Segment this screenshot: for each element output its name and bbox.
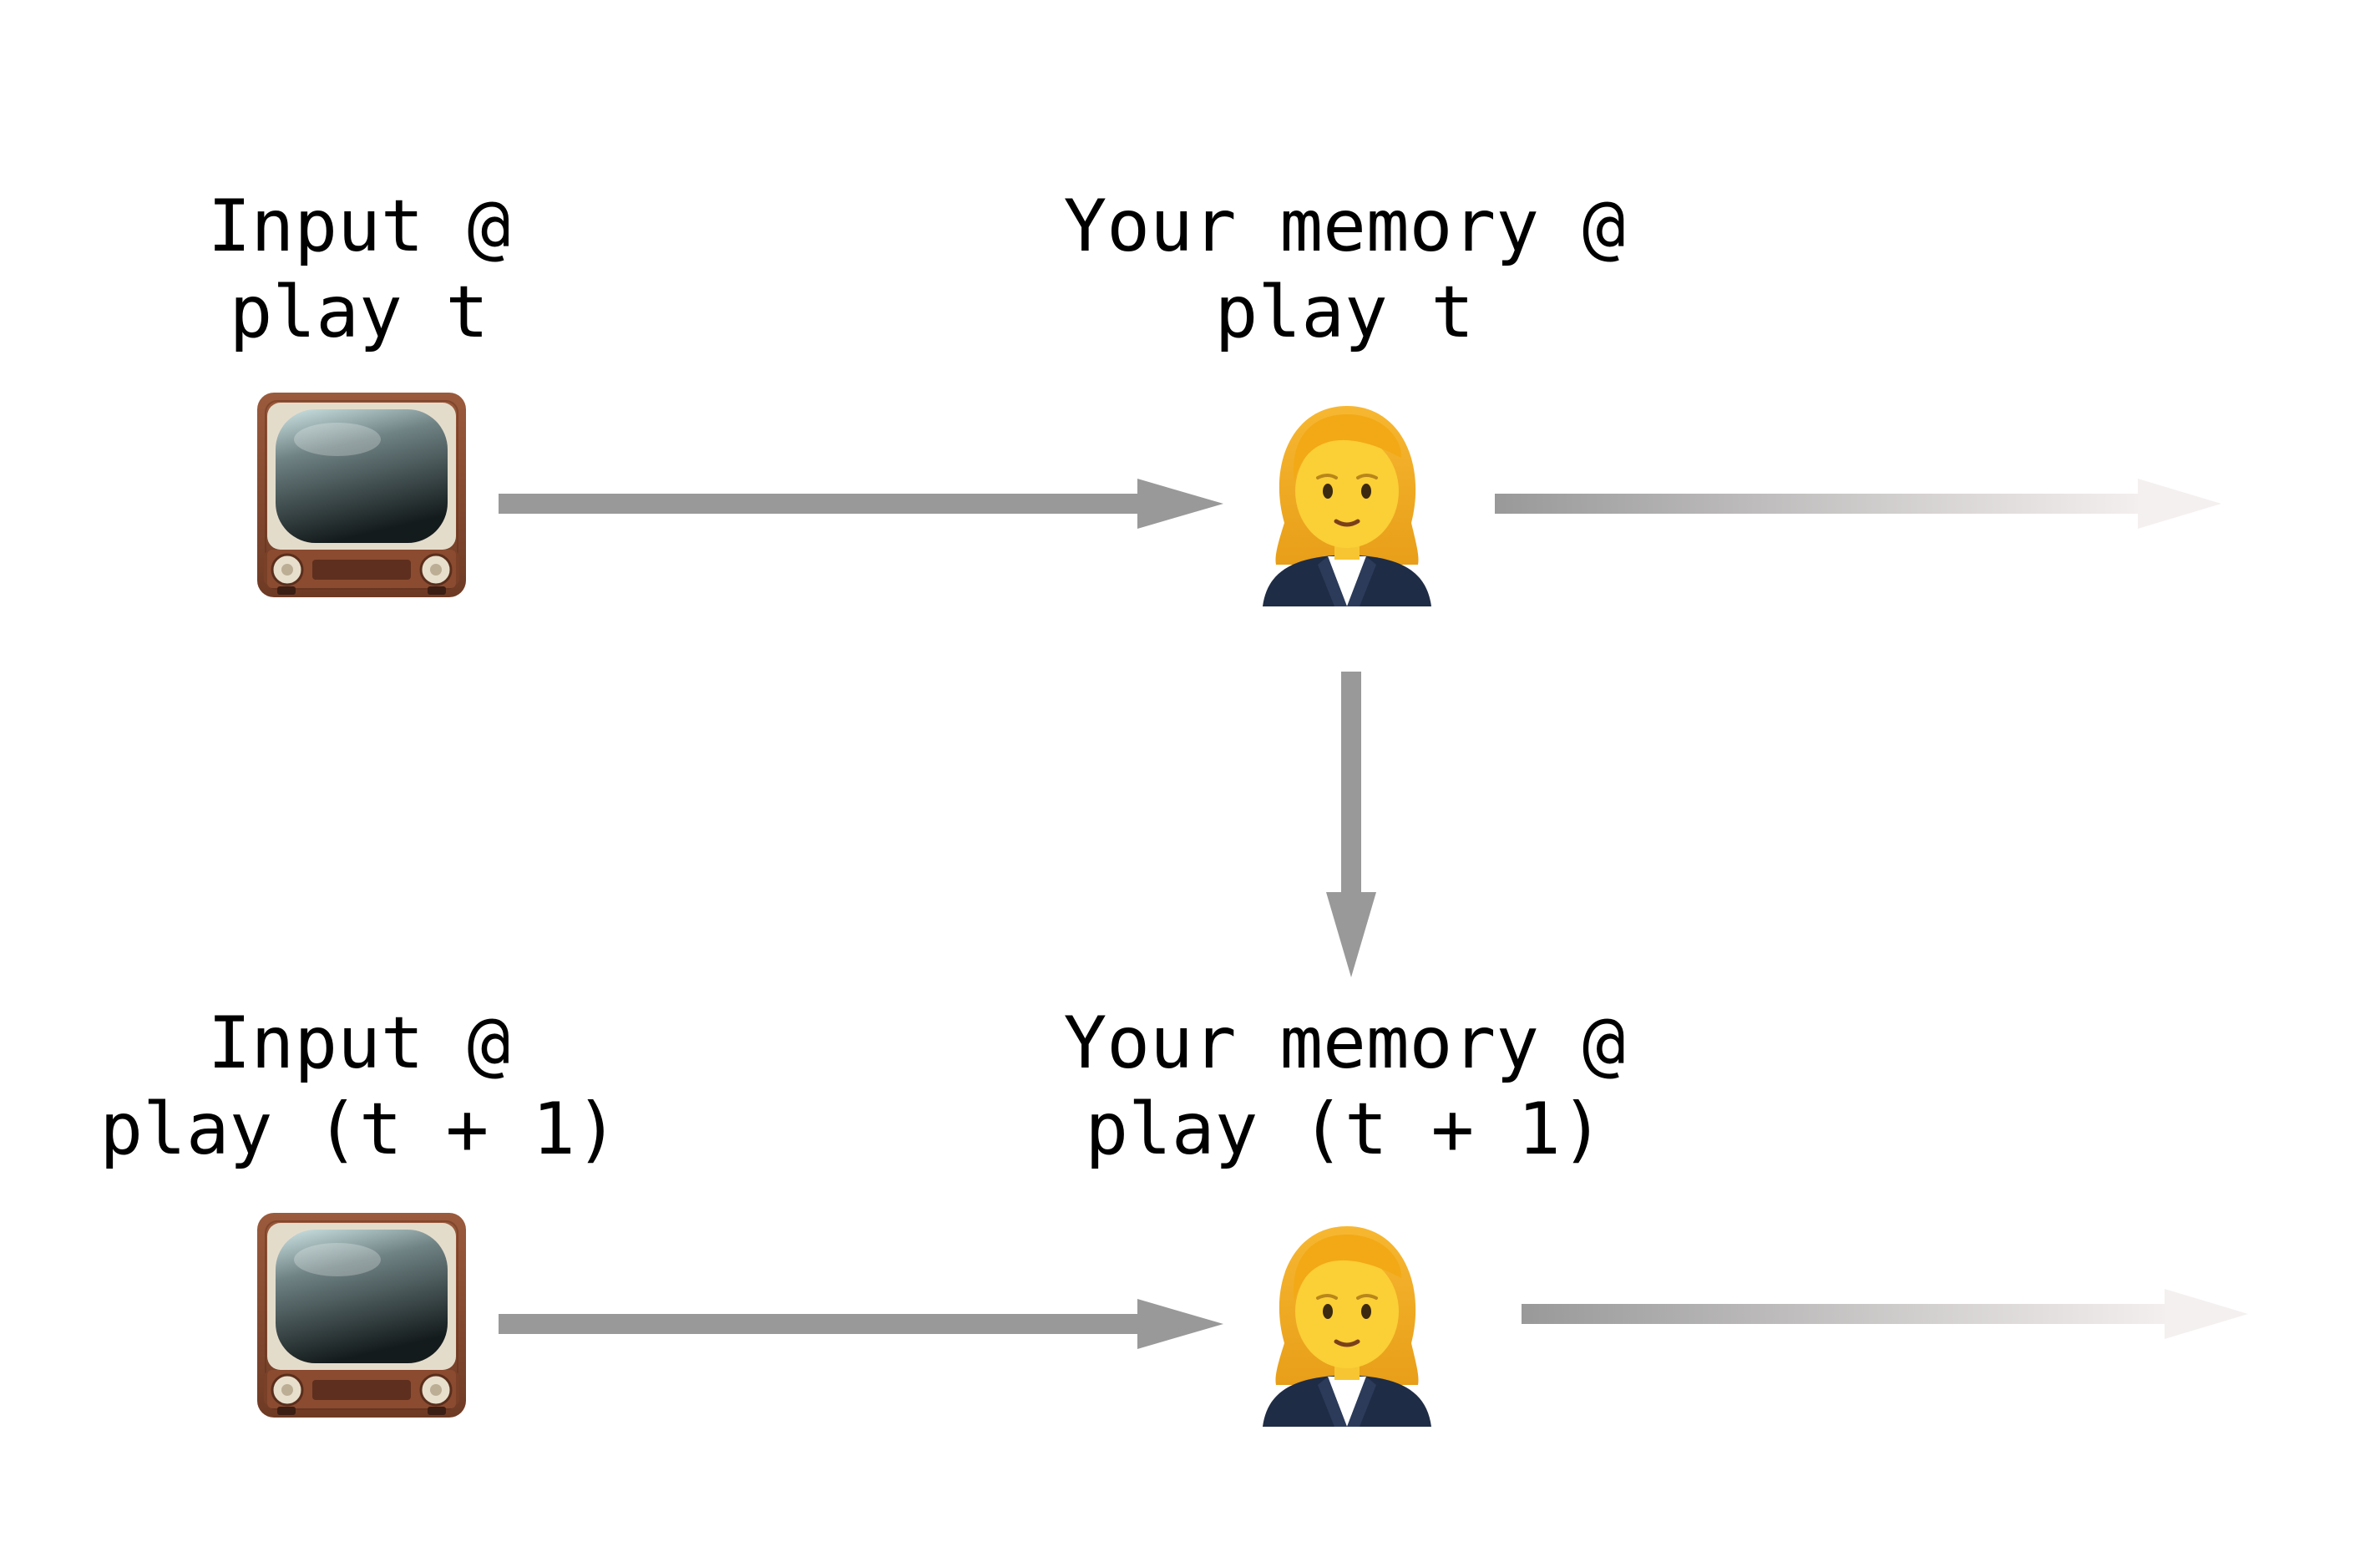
input-label-t: Input @ play t [208, 184, 510, 356]
input-label-t-plus-1: Input @ play (t + 1) [99, 1001, 618, 1173]
memory-label-t: Your memory @ play t [1063, 184, 1625, 356]
memory-label-t-line1: Your memory @ [1063, 185, 1626, 268]
input-label-t-line1: Input @ [207, 185, 511, 268]
arrow-memory-fade-t-plus-1 [1522, 1289, 2248, 1339]
input-label-t-line2: play t [229, 271, 489, 354]
arrow-memory-fade-t [1495, 479, 2221, 529]
memory-label-t-plus-1: Your memory @ play (t + 1) [1063, 1001, 1625, 1173]
input-label-t-plus-1-line2: play (t + 1) [99, 1088, 619, 1171]
arrow-memory-t-to-t-plus-1 [1326, 672, 1376, 977]
woman-office-worker-icon [1263, 1226, 1431, 1427]
arrow-input-to-memory-t [499, 479, 1223, 529]
memory-label-t-plus-1-line1: Your memory @ [1063, 1002, 1626, 1085]
woman-office-worker-icon [1263, 406, 1431, 606]
memory-label-t-line2: play t [1214, 271, 1475, 354]
memory-label-t-plus-1-line2: play (t + 1) [1085, 1088, 1604, 1171]
television-icon [256, 1211, 468, 1419]
input-label-t-plus-1-line1: Input @ [207, 1002, 511, 1085]
arrow-input-to-memory-t-plus-1 [499, 1299, 1223, 1349]
television-icon [256, 391, 468, 599]
